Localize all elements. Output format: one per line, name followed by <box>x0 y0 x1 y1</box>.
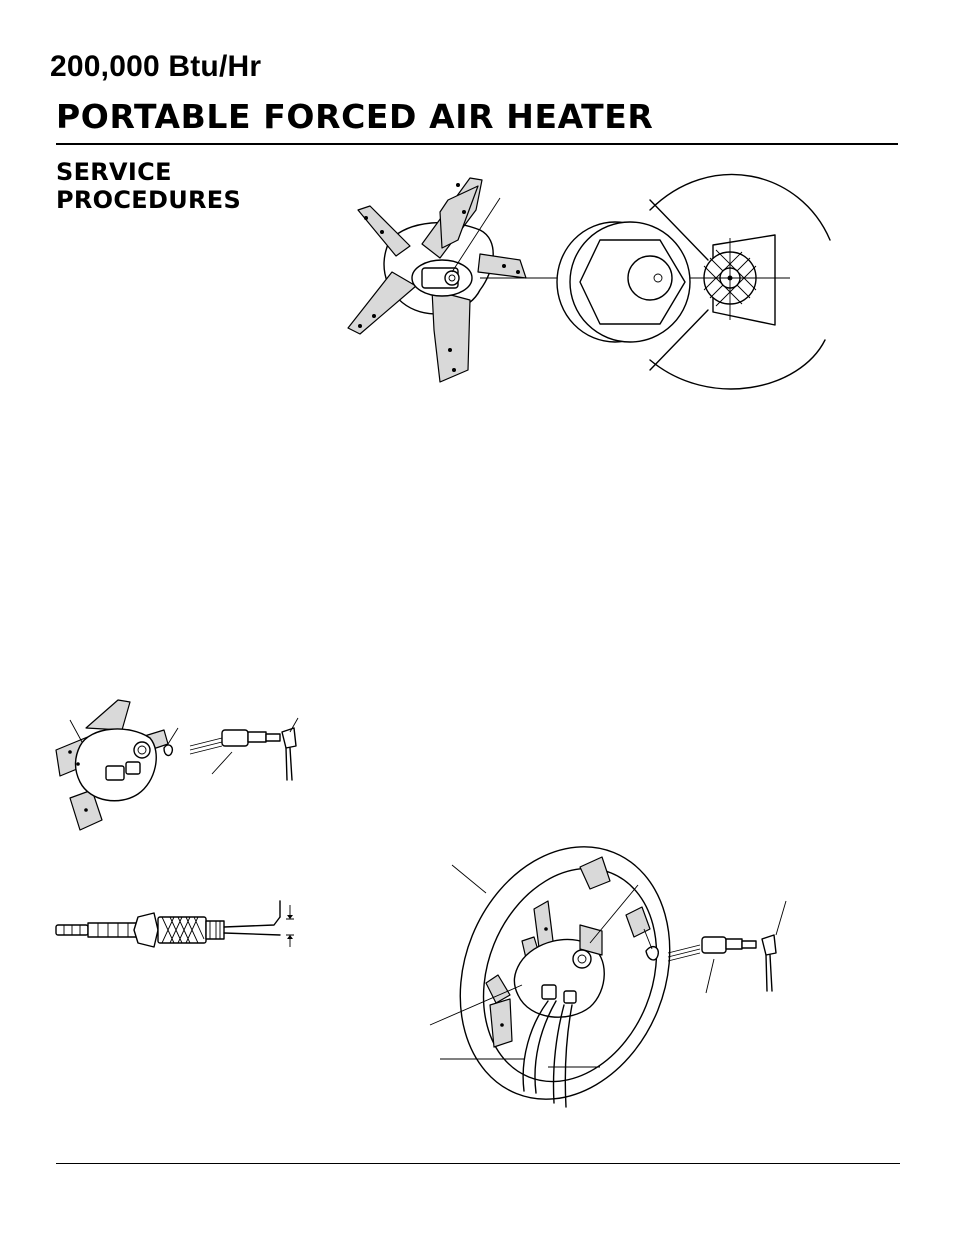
burner-leader-lines <box>429 864 787 1068</box>
header-rule <box>56 143 898 145</box>
spark-plug-removal-figure <box>55 699 299 831</box>
nozzle-assembly-illustration <box>347 177 558 383</box>
nozzle-adapter-figure <box>347 173 831 390</box>
page-title: PORTABLE FORCED AIR HEATER <box>56 97 654 136</box>
footer-rule <box>56 1163 900 1164</box>
section-title-line1: SERVICE <box>56 158 172 186</box>
section-title-line2: PROCEDURES <box>56 186 242 214</box>
spark-plug-gap-figure <box>55 900 294 948</box>
model-subtitle: 200,000 Btu/Hr <box>50 50 262 83</box>
burner-exploded-figure <box>429 846 787 1108</box>
section-title: SERVICE PROCEDURES <box>56 158 241 214</box>
magnified-inset <box>556 173 831 390</box>
burner-head <box>489 900 605 1108</box>
